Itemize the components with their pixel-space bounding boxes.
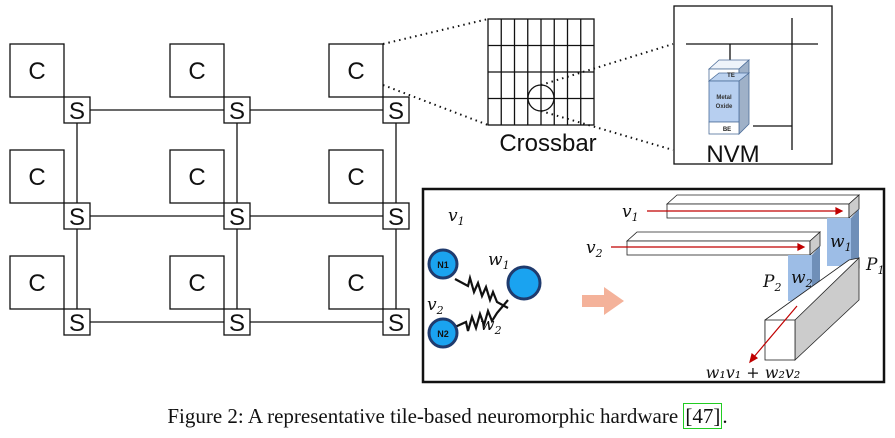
neuron-n2 bbox=[427, 317, 459, 349]
core-box bbox=[169, 43, 225, 98]
switch-box bbox=[382, 202, 410, 230]
citation-link[interactable]: [47] bbox=[683, 403, 723, 429]
switch-label: S bbox=[229, 204, 245, 231]
switch-label: S bbox=[388, 204, 404, 231]
caption-period: . bbox=[722, 404, 728, 428]
neuron-n1 bbox=[427, 248, 459, 280]
core-label: C bbox=[347, 58, 364, 85]
v1-label-right: v1 bbox=[622, 202, 639, 224]
switch-label: S bbox=[229, 98, 245, 125]
switch-box bbox=[223, 202, 251, 230]
neuron-n1-label: N1 bbox=[437, 260, 449, 270]
w1-label-right: w1 bbox=[830, 232, 852, 254]
switch-label: S bbox=[69, 98, 85, 125]
core-label: C bbox=[188, 164, 205, 191]
nvm-box bbox=[673, 5, 833, 165]
signal-arrows bbox=[611, 207, 844, 364]
nvm-wires bbox=[686, 18, 818, 150]
crossbar-array bbox=[487, 18, 595, 126]
switch-label: S bbox=[69, 310, 85, 337]
crossbar-label: Crossbar bbox=[499, 130, 596, 157]
zoom-lines-tile-to-crossbar bbox=[382, 18, 489, 126]
switch-box bbox=[223, 96, 251, 124]
w2-label-right: w2 bbox=[791, 268, 813, 290]
switch-box bbox=[63, 308, 91, 336]
core-label: C bbox=[28, 164, 45, 191]
core-box bbox=[169, 149, 225, 204]
metal-oxide-label-2: Oxide bbox=[716, 104, 733, 110]
switch-box bbox=[382, 96, 410, 124]
p2-label: P2 bbox=[762, 272, 781, 294]
core-box bbox=[9, 255, 65, 310]
w1-label-left: w1 bbox=[488, 250, 510, 272]
core-box bbox=[169, 255, 225, 310]
core-label: C bbox=[347, 270, 364, 297]
nvm-cell bbox=[707, 59, 751, 135]
switch-label: S bbox=[388, 98, 404, 125]
metal-oxide-label-1: Metal bbox=[716, 95, 732, 101]
w2-label-left: w2 bbox=[480, 315, 502, 337]
switch-box bbox=[63, 202, 91, 230]
switch-label: S bbox=[69, 204, 85, 231]
switch-box bbox=[223, 308, 251, 336]
switch-box bbox=[382, 308, 410, 336]
switch-label: S bbox=[229, 310, 245, 337]
core-label: C bbox=[347, 164, 364, 191]
nvm-label: NVM bbox=[706, 141, 759, 168]
v1-label-left: v1 bbox=[448, 206, 465, 228]
core-box bbox=[328, 255, 384, 310]
output-expression: w₁v₁ + w₂v₂ bbox=[706, 363, 801, 382]
switch-box bbox=[63, 96, 91, 124]
v2-label-right: v2 bbox=[586, 238, 603, 260]
bottom-electrode-label: BE bbox=[723, 127, 731, 133]
zoom-lines-crossbar-to-nvm bbox=[540, 43, 674, 151]
figure-caption: Figure 2: A representative tile-based ne… bbox=[0, 403, 895, 429]
synapse-springs bbox=[454, 273, 509, 332]
switch-label: S bbox=[388, 310, 404, 337]
core-box bbox=[9, 43, 65, 98]
neuron-n2-label: N2 bbox=[437, 329, 449, 339]
caption-text: Figure 2: A representative tile-based ne… bbox=[167, 404, 684, 428]
core-box bbox=[328, 43, 384, 98]
core-box bbox=[9, 149, 65, 204]
p1-label: P1 bbox=[865, 255, 884, 277]
v2-label-left: v2 bbox=[427, 295, 444, 317]
core-label: C bbox=[188, 58, 205, 85]
transition-arrow-icon bbox=[582, 287, 624, 315]
top-electrode-label: TE bbox=[727, 73, 735, 79]
core-label: C bbox=[188, 270, 205, 297]
core-box bbox=[328, 149, 384, 204]
core-label: C bbox=[28, 58, 45, 85]
output-neuron bbox=[506, 265, 542, 301]
core-label: C bbox=[28, 270, 45, 297]
